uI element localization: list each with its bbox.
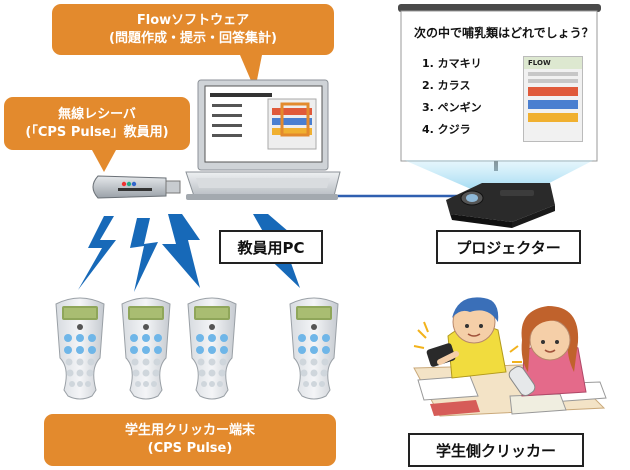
clicker-callout: 学生用クリッカー端末 (CPS Pulse) xyxy=(44,414,336,466)
screen-option-2: 2. カラス xyxy=(422,79,471,92)
screen-question: 次の中で哺乳類はどれでしょう？ xyxy=(414,26,594,40)
software-callout-line2: (問題作成・提示・回答集計) xyxy=(109,30,277,46)
flow-panel-blue-button xyxy=(528,100,578,109)
flow-panel-row xyxy=(528,72,578,76)
flow-panel-red-button xyxy=(528,87,578,96)
receiver-callout-line2: (「CPS Pulse」教員用) xyxy=(25,124,169,140)
receiver-callout-pointer xyxy=(92,150,116,172)
software-callout-line1: Flowソフトウェア xyxy=(136,12,250,28)
lightning-bolt-1 xyxy=(78,216,116,290)
screen-flow-panel: FLOW xyxy=(523,56,583,142)
laptop xyxy=(185,79,341,200)
clicker-device-2 xyxy=(121,297,171,400)
projector-label: プロジェクター xyxy=(436,230,581,264)
receiver-callout: 無線レシーバ (「CPS Pulse」教員用) xyxy=(4,97,190,150)
students-illustration xyxy=(413,297,607,417)
flow-panel-title: FLOW xyxy=(524,57,582,69)
projector-device xyxy=(446,183,555,228)
projection-beam xyxy=(404,160,594,193)
software-callout: Flowソフトウェア (問題作成・提示・回答集計) xyxy=(52,4,334,55)
flow-panel-yellow-button xyxy=(528,113,578,122)
clicker-device-1 xyxy=(55,297,105,400)
student-clicker-label: 学生側クリッカー xyxy=(408,433,584,467)
lightning-bolt-3 xyxy=(162,214,200,288)
flow-panel-row xyxy=(528,79,578,83)
clicker-device-3 xyxy=(187,297,237,400)
teacher-pc-label: 教員用PC xyxy=(219,230,323,264)
receiver-callout-line1: 無線レシーバ xyxy=(58,106,136,122)
clicker-callout-line1: 学生用クリッカー端末 xyxy=(124,423,255,439)
screen-option-4: 4. クジラ xyxy=(422,123,471,136)
clicker-callout-line2: (CPS Pulse) xyxy=(147,441,233,456)
usb-receiver xyxy=(92,175,181,199)
lightning-bolt-2 xyxy=(130,218,158,292)
clicker-device-4 xyxy=(289,297,339,400)
screen-option-1: 1. カマキリ xyxy=(422,57,482,70)
screen-option-3: 3. ペンギン xyxy=(422,101,482,114)
